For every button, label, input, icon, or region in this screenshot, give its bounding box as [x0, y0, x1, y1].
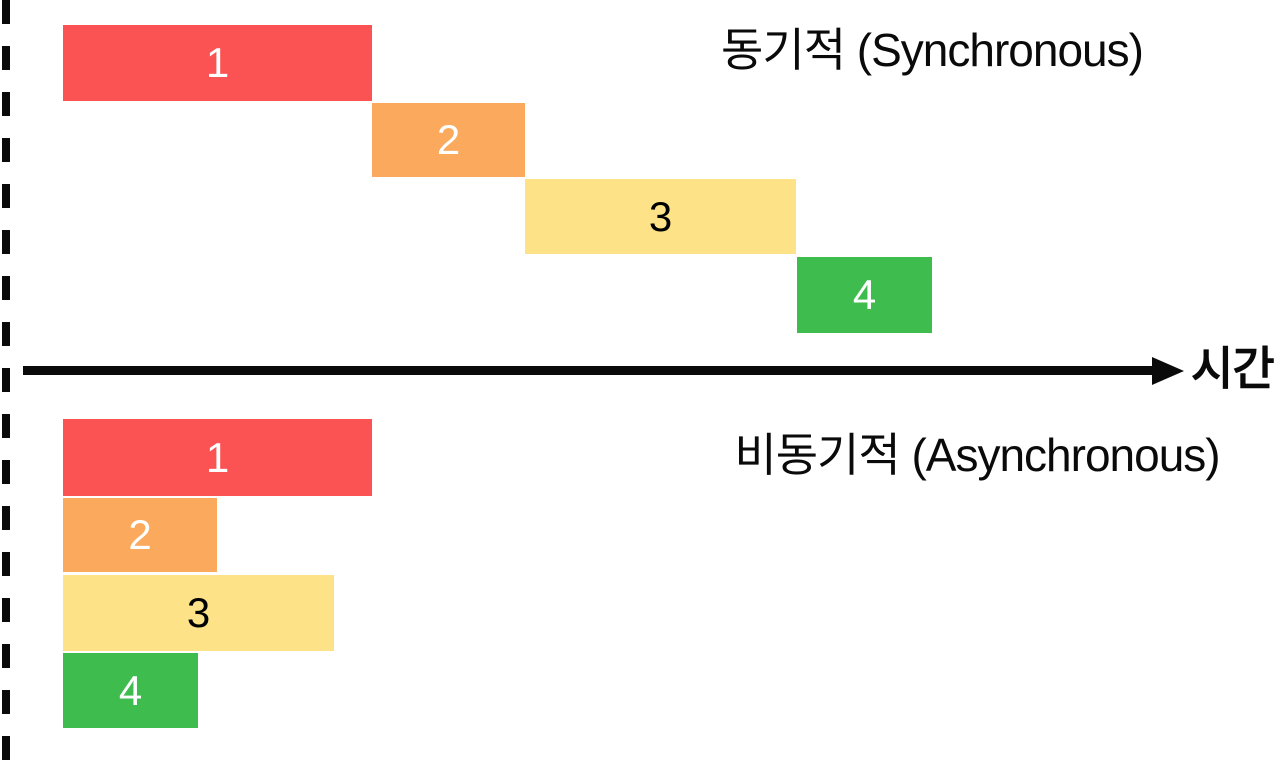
sync-task-label-3: 3: [648, 192, 673, 240]
async-task-bar-4: 4: [63, 653, 198, 728]
sync-task-bar-2: 2: [372, 103, 525, 177]
sync-task-bar-1: 1: [63, 25, 372, 101]
sync-task-label-2: 2: [436, 116, 461, 163]
async-task-label-3: 3: [186, 589, 211, 636]
time-axis-line: [23, 366, 1155, 375]
sync-section-title: 동기적 (Synchronous): [721, 24, 1144, 76]
arrowhead-icon: [1152, 357, 1184, 385]
async-task-label-2: 2: [128, 511, 152, 558]
sync-task-label-4: 4: [852, 271, 877, 318]
async-task-bar-3: 3: [63, 575, 334, 651]
async-task-bar-2: 2: [63, 498, 217, 572]
sync-task-bar-4: 4: [797, 257, 932, 333]
sync-task-label-1: 1: [205, 39, 230, 86]
async-task-label-1: 1: [205, 433, 230, 481]
sync-task-bar-3: 3: [525, 179, 796, 254]
timeline-start-dashed-line: [2, 0, 10, 762]
time-axis-label: 시간: [1191, 342, 1275, 395]
async-task-bar-1: 1: [63, 419, 372, 496]
async-task-label-4: 4: [118, 666, 143, 714]
async-section-title: 비동기적 (Asynchronous): [734, 429, 1220, 481]
